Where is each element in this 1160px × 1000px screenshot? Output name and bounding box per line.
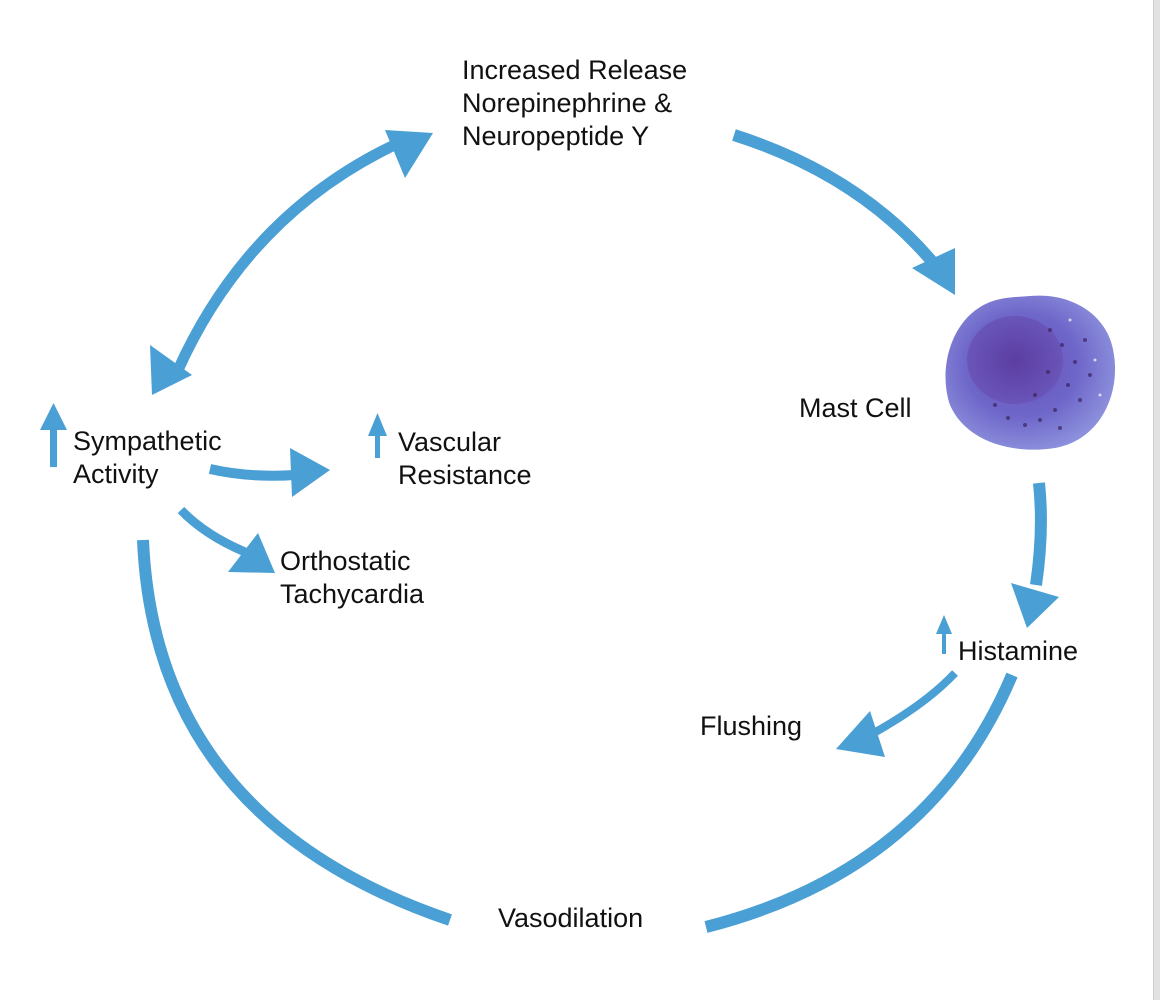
arrowhead-to-orthostatic: [228, 533, 275, 573]
arrowhead-to-sympathetic: [150, 345, 192, 395]
release-line2: Norepinephrine &: [462, 88, 673, 118]
sympathetic-line1: Sympathetic: [73, 426, 222, 456]
increase-arrow-icon-vascular: [368, 413, 387, 458]
arrowhead-to-vascular: [290, 448, 330, 497]
node-vasodilation: Vasodilation: [498, 903, 644, 933]
arrowhead-to-release: [385, 130, 433, 178]
line-vasodilation-sympathetic: [137, 539, 452, 926]
vascular-line1: Vascular: [398, 427, 502, 457]
arrowhead-to-histamine: [1011, 583, 1059, 628]
mast-cell-image: [945, 295, 1116, 450]
vertical-scrollbar[interactable]: [1153, 0, 1160, 1000]
node-mast-cell: Mast Cell: [799, 393, 912, 423]
node-vascular-resistance: Vascular Resistance: [398, 426, 532, 492]
node-histamine: Histamine: [958, 636, 1079, 666]
release-line3: Neuropeptide Y: [462, 121, 650, 151]
release-line1: Increased Release: [462, 55, 688, 85]
arrow-sympathetic-release: [150, 130, 433, 395]
increase-arrow-icon-sympathetic: [40, 403, 67, 467]
vascular-line2: Resistance: [398, 460, 532, 490]
arrowhead-to-mastcell: [912, 248, 955, 295]
increase-arrow-icon-histamine: [936, 615, 952, 654]
node-sympathetic: Sympathetic Activity: [73, 425, 222, 491]
node-release: Increased Release Norepinephrine & Neuro…: [462, 54, 687, 153]
arrowhead-to-flushing: [836, 711, 885, 757]
orthostatic-line2: Tachycardia: [280, 579, 425, 609]
arrow-histamine-flushing: [836, 670, 958, 757]
line-histamine-vasodilation: [704, 672, 1018, 933]
arrow-sympathetic-vascular: [208, 448, 330, 497]
node-orthostatic-tachycardia: Orthostatic Tachycardia: [280, 545, 424, 611]
arrow-mastcell-histamine: [1011, 482, 1059, 628]
arrow-sympathetic-orthostatic: [177, 506, 275, 573]
node-flushing: Flushing: [700, 711, 803, 741]
arrow-release-mastcell: [732, 129, 955, 295]
orthostatic-line1: Orthostatic: [280, 546, 411, 576]
sympathetic-line2: Activity: [73, 459, 159, 489]
